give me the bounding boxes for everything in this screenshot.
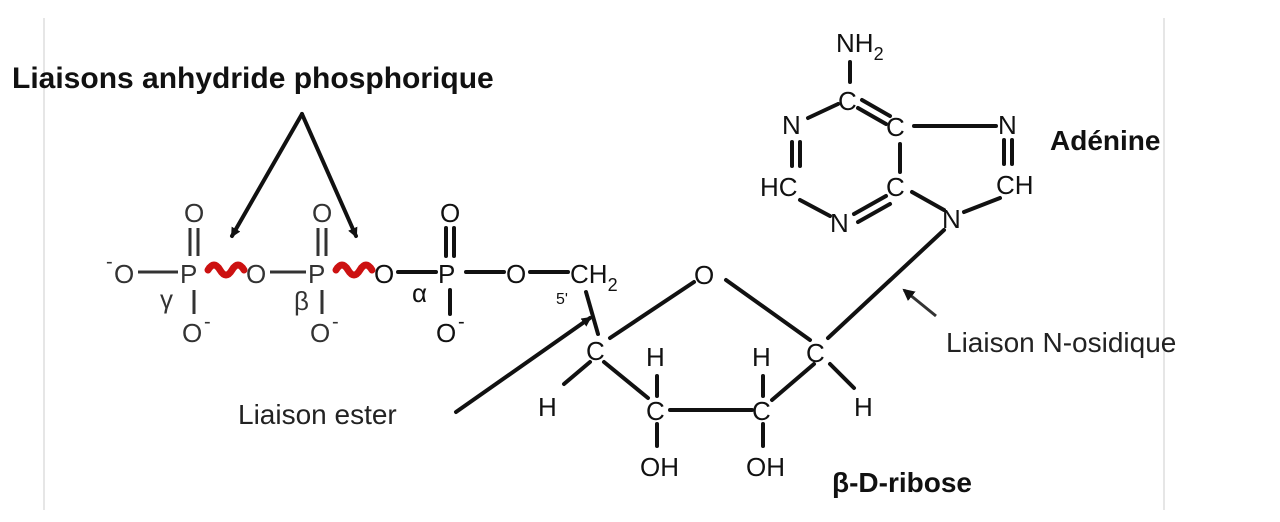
beta-minus-sign-bottom: - [332, 311, 339, 333]
alpha-o-top: O [440, 198, 460, 228]
ribose-c3-oh: OH [640, 452, 679, 482]
adenine-label: Adénine [1050, 125, 1160, 156]
adenine-n1: N [782, 110, 801, 140]
anhydride-wave-beta [332, 261, 376, 279]
ribose-c2-oh: OH [746, 452, 785, 482]
adenine-hc2: HC [760, 172, 798, 202]
ribose-c1: C [806, 338, 825, 368]
beta-o-bottom: O [310, 318, 330, 348]
gamma-minus-sign-left: - [106, 251, 113, 273]
adenine-nh2: NH2 [836, 28, 884, 64]
anhydride-arrow-beta [300, 112, 358, 238]
adenine-n7: N [998, 110, 1017, 140]
bridge-o-gamma-beta: O [246, 259, 266, 289]
beta-label: β [294, 286, 309, 316]
bond-c4-h [562, 360, 592, 386]
alpha-p: P [438, 259, 455, 289]
beta-o-top: O [312, 198, 332, 228]
bond-c1-h [828, 362, 856, 390]
bond-c1-n9 [826, 228, 946, 340]
alpha-label: α [412, 278, 427, 308]
ribose-c4: C [586, 336, 605, 366]
ribose-c2: C [752, 396, 771, 426]
ribose-label: β-D-ribose [832, 467, 972, 498]
five-prime-label: 5' [556, 291, 568, 308]
ribose-o4: O [694, 260, 714, 290]
bond-n3-c4-2 [856, 202, 892, 224]
adenine-c6: C [838, 86, 857, 116]
gamma-label: γ [160, 284, 173, 314]
bond-c2-c1 [770, 362, 816, 402]
gamma-minus-sign-bottom: - [204, 311, 211, 333]
adenine-c5: C [886, 112, 905, 142]
bond-c5-c6-1 [860, 98, 892, 118]
gamma-o-top: O [184, 198, 204, 228]
ribose-c3: C [646, 396, 665, 426]
gamma-o-minus-left: O [114, 259, 134, 289]
bond-c4-n9 [910, 190, 946, 212]
bond-o4-c1 [724, 278, 812, 342]
anhydride-arrow-gamma [230, 112, 304, 238]
bond-c2-n3 [798, 198, 832, 218]
beta-p: P [308, 259, 325, 289]
adenine-n9: N [942, 204, 961, 234]
ribose-c3-h: H [646, 342, 665, 372]
adenine-ch8: CH [996, 170, 1034, 200]
anhydride-wave-gamma [204, 261, 248, 279]
n-osidique-arrow [902, 288, 937, 318]
gamma-p: P [180, 259, 197, 289]
adenine-c4: C [886, 172, 905, 202]
ester-o: O [506, 259, 526, 289]
bond-c4-c3 [602, 360, 650, 400]
gamma-o-bottom: O [182, 318, 202, 348]
ester-arrow [454, 316, 592, 414]
bond-c4-o4 [608, 280, 696, 340]
n-osidique-label: Liaison N-osidique [946, 327, 1176, 358]
bridge-o-beta-alpha: O [374, 259, 394, 289]
bond-ch2-c4 [584, 290, 600, 336]
ester-label: Liaison ester [238, 399, 397, 430]
bond-n3-c4-1 [852, 194, 888, 216]
ribose-c1-h: H [854, 392, 873, 422]
alpha-o-bottom: O [436, 318, 456, 348]
alpha-minus-sign-bottom: - [458, 311, 465, 333]
adenine-n3: N [830, 208, 849, 238]
anhydride-label: Liaisons anhydride phosphorique [12, 62, 494, 95]
bond-c6-n1 [806, 102, 840, 120]
ribose-c4-h: H [538, 392, 557, 422]
bond-c8-n9 [962, 196, 1002, 214]
ribose-c2-h: H [752, 342, 771, 372]
ch2-text: CH2 [570, 259, 618, 295]
bond-c5-c6-2 [856, 106, 888, 126]
